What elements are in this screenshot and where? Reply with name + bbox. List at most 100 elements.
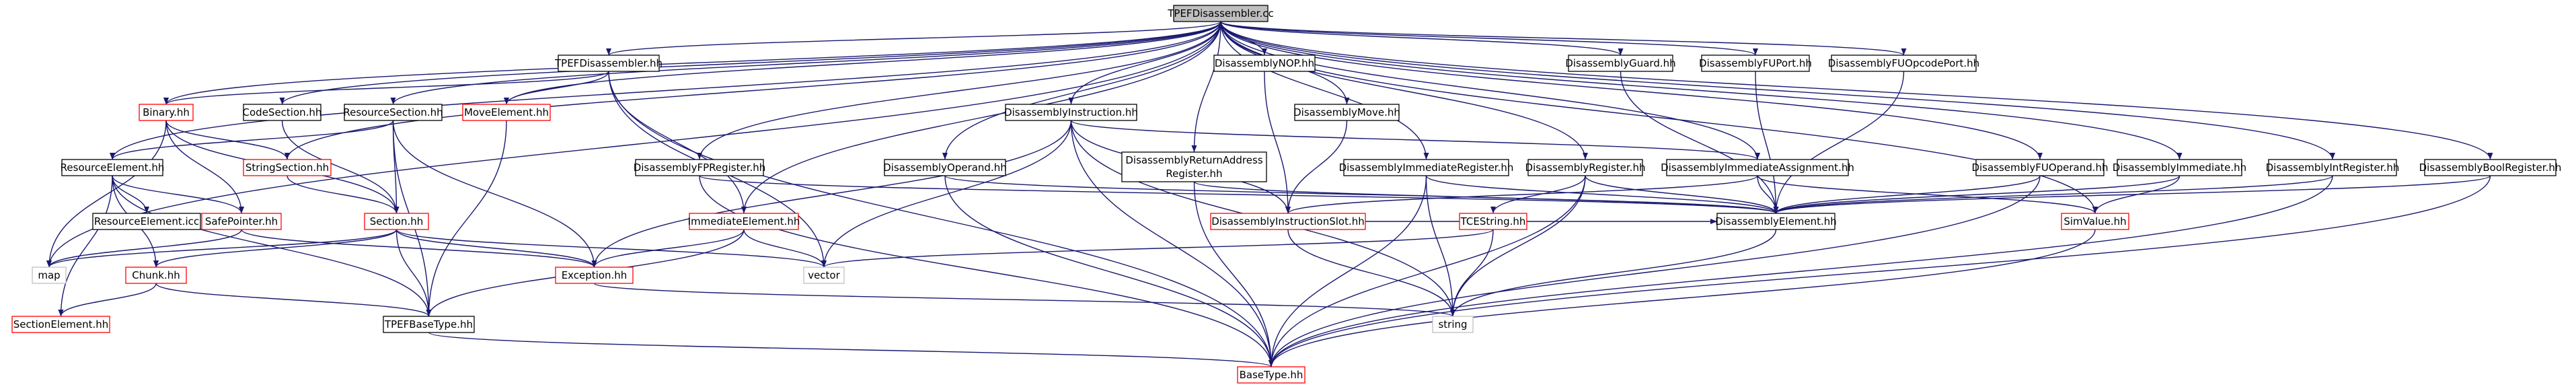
- dependency-edge: [165, 120, 290, 160]
- node-label: DisassemblyImmediate.hh: [2113, 162, 2246, 174]
- node-label: DisassemblyFPRegister.hh: [634, 162, 766, 174]
- node-box: [139, 104, 194, 121]
- file-node-dis-fpregister[interactable]: DisassemblyFPRegister.hh: [634, 159, 766, 176]
- file-node-tpefdis-hh[interactable]: TPEFDisassembler.hh: [554, 55, 662, 72]
- dependency-edge: [1285, 175, 1758, 214]
- dependency-edge: [46, 229, 242, 268]
- file-node-dis-intregister[interactable]: DisassemblyIntRegister.hh: [2266, 159, 2400, 176]
- file-node-dis-immediate[interactable]: DisassemblyImmediate.hh: [2113, 159, 2246, 176]
- dependency-edge: [1264, 71, 1291, 214]
- dependency-edge: [608, 71, 1274, 367]
- node-box: [1005, 104, 1137, 121]
- node-label: DisassemblyOperand.hh: [883, 162, 1007, 174]
- dependency-edge: [1268, 175, 2041, 367]
- file-node-dis-register[interactable]: DisassemblyRegister.hh: [1525, 159, 1646, 176]
- file-node-dis-operand[interactable]: DisassemblyOperand.hh: [883, 159, 1007, 176]
- file-node-dis-element[interactable]: DisassemblyElement.hh: [1715, 213, 1837, 230]
- file-node-section[interactable]: Section.hh: [364, 213, 429, 230]
- file-node-dis-guard[interactable]: DisassemblyGuard.hh: [1565, 55, 1676, 72]
- node-box: [558, 55, 660, 72]
- dependency-edge: [1287, 229, 1455, 317]
- file-node-dis-move[interactable]: DisassemblyMove.hh: [1293, 104, 1400, 121]
- file-node-immediateelement[interactable]: ImmediateElement.hh: [688, 213, 800, 230]
- dependency-edge: [58, 283, 157, 317]
- dependency-edge: [46, 229, 397, 268]
- dependency-edge: [1220, 21, 1758, 56]
- node-label: DisassemblyInstruction.hh: [1004, 106, 1138, 118]
- dependency-edge: [1755, 71, 1779, 214]
- node-box: [201, 213, 282, 230]
- file-node-vector[interactable]: vector: [803, 267, 845, 284]
- dependency-edge: [1620, 71, 1779, 214]
- node-box: [1568, 55, 1673, 72]
- node-label: DisassemblyFUPort.hh: [1699, 57, 1812, 69]
- file-node-stringsection[interactable]: StringSection.hh: [243, 159, 332, 176]
- file-node-map[interactable]: map: [32, 267, 67, 284]
- node-box: [344, 104, 443, 121]
- dependency-edge: [821, 229, 1494, 268]
- dependency-edge: [1268, 175, 2491, 367]
- dependency-edge: [591, 120, 1072, 268]
- dependency-edge: [741, 21, 1221, 214]
- node-box: [1701, 55, 1810, 72]
- dependency-edge: [1220, 21, 2335, 160]
- file-node-dis-fuport[interactable]: DisassemblyFUPort.hh: [1699, 55, 1812, 72]
- node-label: string: [1438, 318, 1467, 330]
- node-box: [1666, 159, 1849, 176]
- node-label: Section.hh: [370, 215, 424, 227]
- dependency-edge: [163, 71, 609, 105]
- file-node-sectionelement[interactable]: SectionElement.hh: [11, 316, 110, 333]
- node-label: SimValue.hh: [2063, 215, 2126, 227]
- file-node-safepointer[interactable]: SafePointer.hh: [201, 213, 282, 230]
- file-node-moveelement[interactable]: MoveElement.hh: [462, 104, 551, 121]
- node-label: DisassemblyNOP.hh: [1215, 57, 1314, 69]
- file-node-exception[interactable]: Exception.hh: [555, 267, 634, 284]
- file-node-root[interactable]: TPEFDisassembler.cc: [1167, 5, 1274, 22]
- dependency-edge: [743, 229, 827, 268]
- file-node-string[interactable]: string: [1432, 316, 1474, 333]
- file-node-basetype[interactable]: BaseType.hh: [1237, 366, 1305, 384]
- node-label: Binary.hh: [143, 106, 190, 118]
- file-node-resourceelement-icc[interactable]: ResourceElement.icc: [92, 213, 201, 230]
- dependency-edge: [1450, 229, 1494, 317]
- file-node-tpefbasetype[interactable]: TPEFBaseType.hh: [383, 316, 475, 333]
- dependency-edge: [1490, 175, 1586, 214]
- file-node-resourcesection[interactable]: ResourceSection.hh: [343, 104, 443, 121]
- file-node-dis-immregister[interactable]: DisassemblyImmediateRegister.hh: [1339, 159, 1514, 176]
- file-node-codesection[interactable]: CodeSection.hh: [243, 104, 322, 121]
- node-label: ResourceElement.hh: [61, 162, 165, 174]
- file-node-dis-instrslot[interactable]: DisassemblyInstructionSlot.hh: [1210, 213, 1366, 230]
- node-box: [364, 213, 429, 230]
- node-label: MoveElement.hh: [464, 106, 549, 118]
- file-node-simvalue[interactable]: SimValue.hh: [2061, 213, 2129, 230]
- node-box: [383, 316, 475, 333]
- file-node-binary[interactable]: Binary.hh: [139, 104, 194, 121]
- node-box: [462, 104, 551, 121]
- dependency-edge: [395, 229, 827, 268]
- file-node-tcestring[interactable]: TCEString.hh: [1459, 213, 1527, 230]
- node-box: [2268, 159, 2397, 176]
- file-node-dis-fuoperand[interactable]: DisassemblyFUOperand.hh: [1971, 159, 2109, 176]
- file-node-dis-nop[interactable]: DisassemblyNOP.hh: [1213, 55, 1316, 72]
- dependency-edge: [1220, 21, 1429, 160]
- dependency-edge: [699, 175, 1274, 367]
- node-box: [1173, 5, 1268, 22]
- file-node-chunk[interactable]: Chunk.hh: [125, 267, 187, 284]
- file-node-dis-instruction[interactable]: DisassemblyInstruction.hh: [1004, 104, 1138, 121]
- dependency-edge: [591, 229, 745, 268]
- dependency-edge: [58, 175, 113, 317]
- file-node-dis-immassign[interactable]: DisassemblyImmediateAssignment.hh: [1661, 159, 1854, 176]
- file-node-dis-boolregister[interactable]: DisassemblyBoolRegister.hh: [2419, 159, 2562, 176]
- node-box: [1459, 213, 1527, 230]
- dependency-edge: [697, 21, 1221, 160]
- dependency-edge: [1070, 120, 1760, 160]
- dependency-edge: [390, 21, 1221, 105]
- file-node-resourceelement[interactable]: ResourceElement.hh: [61, 159, 165, 176]
- dependency-edge: [1757, 175, 2098, 214]
- node-label: DisassemblyImmediateRegister.hh: [1339, 162, 1514, 174]
- file-node-dis-fuopcodeport[interactable]: DisassemblyFUOpcodePort.hh: [1828, 55, 1979, 72]
- node-box: [125, 267, 187, 284]
- dependency-edge: [1268, 175, 1586, 367]
- node-label: DisassemblyFUOpcodePort.hh: [1828, 57, 1979, 69]
